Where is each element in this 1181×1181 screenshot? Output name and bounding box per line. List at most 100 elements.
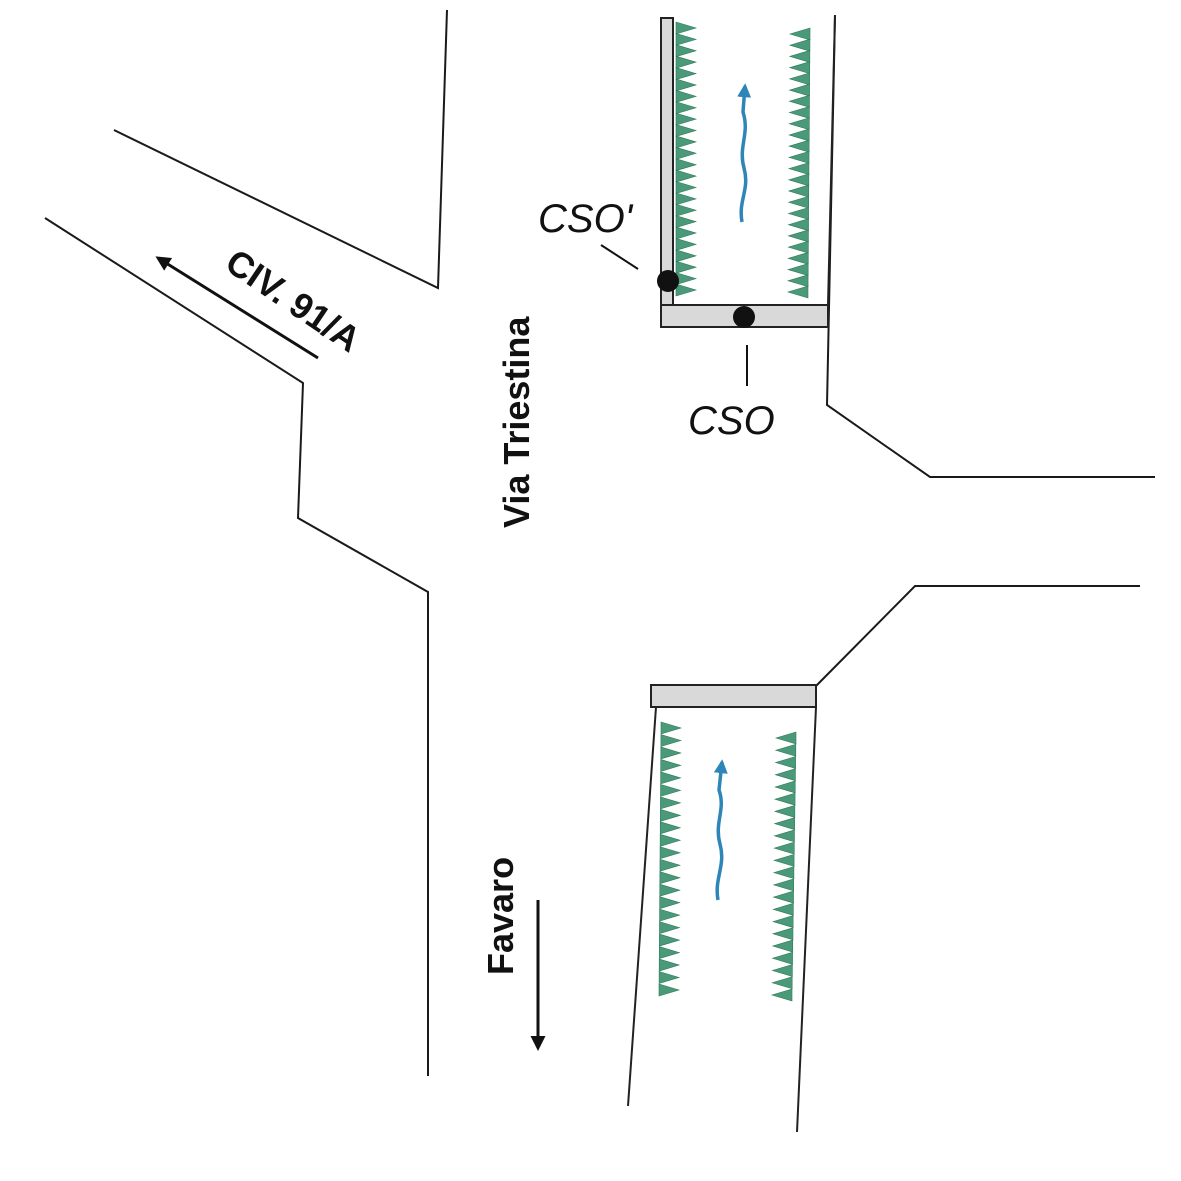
grass-tick-icon [788,38,811,52]
grass-tick-icon [773,805,796,818]
grass-tick-icon [788,50,811,63]
grass-tick-icon [772,866,795,880]
grass-tick-icon [675,67,698,80]
grass-tick-icon [788,72,810,86]
grass-tick-icon [788,83,810,97]
street-name-label: Via Triestina [496,316,537,528]
grass-tick-icon [771,976,793,990]
vegetation-upper-right [786,27,811,299]
grass-tick-icon [658,971,681,984]
grass-tick-icon [675,124,698,137]
vegetation-lower-left [658,721,683,997]
outfall-point-icon [733,306,755,328]
canal-upper-right-bank [827,14,836,306]
canal-lower-right-bank [796,706,817,1133]
grass-tick-icon [773,829,795,843]
grass-tick-icon [771,951,793,965]
grass-tick-icon [788,139,810,153]
grass-tick-icon [774,768,796,782]
grass-tick-icon [787,207,809,220]
grass-tick-icon [660,796,682,810]
grass-tick-icon [771,939,794,953]
grass-tick-icon [675,89,698,103]
grass-tick-icon [675,112,698,126]
canal-upper-side-wall [660,17,674,309]
grass-tick-icon [771,964,793,977]
grass-tick-icon [772,915,794,928]
grass-tick-icon [660,746,682,760]
grass-tick-icon [774,780,796,794]
grass-tick-icon [659,921,681,935]
grass-tick-icon [788,128,810,142]
grass-tick-icon [658,946,681,959]
grass-tick-icon [786,285,809,299]
road-outlines [44,9,1155,1076]
grass-tick-icon [774,792,796,806]
grass-tick-icon [773,853,795,867]
grass-tick-icon [787,173,810,187]
flow-arrow-lower [713,759,728,901]
grass-tick-icon [660,783,682,797]
grass-tick-icon [675,55,698,69]
road-edge-upper-right [825,14,1155,478]
grass-tick-icon [788,94,810,108]
canal-lower [627,684,817,1133]
road-edge-left [44,217,429,1076]
grass-tick-icon [675,272,698,286]
cso-side-label: CSO' [538,197,634,241]
grass-tick-icon [659,933,681,947]
grass-tick-icon [659,871,681,885]
grass-tick-icon [787,184,810,198]
grass-tick-icon [659,821,682,835]
grass-tick-icon [659,858,681,872]
grass-tick-icon [773,817,795,831]
grass-tick-icon [675,203,698,217]
grass-tick-icon [675,181,698,194]
grass-tick-icon [788,117,810,131]
grass-tick-icon [787,150,810,164]
grass-tick-icon [787,229,809,243]
grass-tick-icon [659,896,681,910]
grass-tick-icon [660,721,683,735]
grass-tick-icon [787,240,809,254]
grass-tick-icon [770,988,793,1002]
grass-tick-icon [675,169,698,183]
canal-lower-left-bank [627,706,657,1107]
road-edge-upper-left [113,9,448,290]
grass-tick-icon [675,215,698,229]
grass-tick-icon [675,283,698,297]
grass-tick-icon [787,162,810,176]
grass-tick-icon [658,983,681,997]
grass-tick-icon [787,274,809,288]
direction-label: Favaro [480,857,521,975]
grass-tick-icon [774,731,797,745]
grass-tick-icon [787,263,809,276]
grass-tick-icon [659,883,681,897]
grass-tick-icon [675,249,698,263]
grass-tick-icon [659,833,682,847]
grass-tick-icon [788,61,811,75]
grass-tick-icon [675,238,698,251]
grass-tick-icon [772,890,794,904]
grass-tick-icon [660,808,682,822]
grass-tick-icon [675,146,698,160]
grass-tick-icon [675,44,698,58]
grass-tick-icon [772,878,795,892]
grass-tick-icon [774,743,797,757]
grass-tick-icon [773,841,795,855]
canal-upper [660,14,836,328]
grass-tick-icon [787,218,809,232]
grass-tick-icon [659,908,681,922]
road-edge-lower-right [815,585,1140,687]
grass-tick-icon [675,21,698,35]
grass-tick-icon [660,771,682,785]
grass-tick-icon [675,101,698,115]
grass-tick-icon [660,759,682,772]
grass-tick-icon [787,195,809,209]
grass-tick-icon [788,106,810,119]
grass-tick-icon [675,32,698,46]
grass-tick-icon [771,927,794,941]
grass-tick-icon [772,902,794,916]
vegetation-upper-left [675,21,698,297]
